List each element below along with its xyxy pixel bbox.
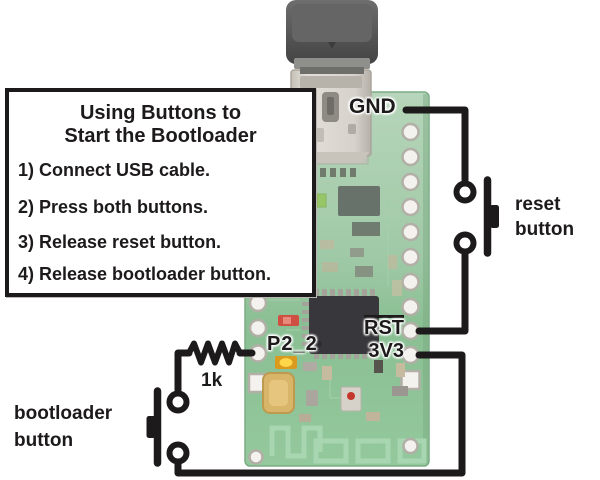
p2-2-pin-label: P2_2 — [267, 333, 318, 355]
instruction-title-line1: Using Buttons to — [79, 102, 242, 124]
reset-button-label-line1: reset — [515, 194, 561, 215]
bootloader-button-label-line2: button — [14, 430, 74, 451]
bootloader-top-wire — [174, 349, 193, 394]
v33-pin-label: 3V3 — [368, 340, 404, 362]
right-square-pad — [400, 369, 421, 391]
right-pad-column — [400, 122, 421, 455]
reset-button-label-line2: button — [515, 219, 575, 240]
rst-wire — [415, 250, 469, 335]
main-ic-chip — [302, 289, 379, 359]
usb-cable-plug — [286, 0, 378, 74]
bootloader-button-symbol — [146, 387, 190, 467]
bootloader-button-label-line1: bootloader — [14, 403, 113, 424]
instruction-step-4: 4) Release bootloader button. — [18, 264, 272, 284]
instruction-step-1: 1) Connect USB cable. — [18, 160, 211, 180]
green-led — [316, 193, 327, 208]
bootloader-button-label: bootloader button — [14, 400, 112, 454]
instruction-step-2: 2) Press both buttons. — [18, 197, 209, 217]
instruction-step-3: 3) Release reset button. — [18, 232, 222, 252]
resistor-value-label: 1k — [201, 370, 223, 391]
instruction-title-line2: Start the Bootloader — [64, 125, 257, 147]
instruction-box: Using Buttons to Start the Bootloader 1)… — [5, 88, 316, 297]
gnd-pin-label: GND — [349, 95, 396, 118]
rst-overline-text: RST — [364, 315, 404, 339]
right-mounting-hole — [402, 437, 419, 455]
lower-board-components — [262, 315, 408, 422]
rst-pin-label: RST — [330, 315, 404, 340]
left-mounting-hole — [248, 449, 264, 465]
reset-button-symbol — [453, 176, 499, 257]
reset-button-label: reset button — [515, 192, 574, 242]
resistor-1k-symbol — [186, 340, 243, 366]
v33-ground-loop-wire — [174, 351, 466, 477]
gnd-wire — [402, 106, 469, 184]
